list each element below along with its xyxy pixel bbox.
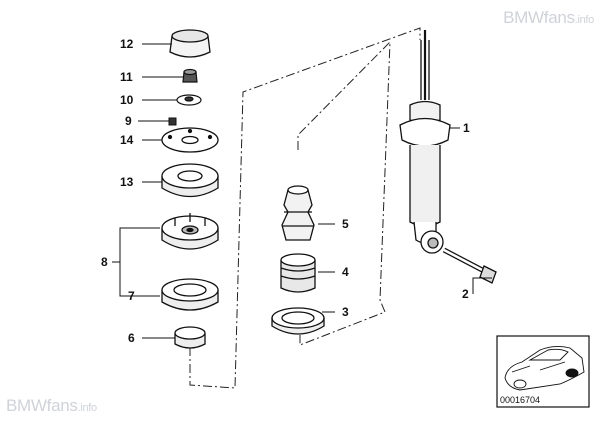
callout-9: 9 <box>125 114 132 128</box>
support-ring-icon <box>161 278 219 311</box>
upper-plate-icon <box>161 127 219 153</box>
dust-cap-icon <box>169 29 211 58</box>
lower-bushing-icon <box>174 326 206 349</box>
callout-13: 13 <box>120 175 134 189</box>
collar-nut-icon <box>182 68 198 83</box>
callout-5: 5 <box>342 217 349 231</box>
callout-11: 11 <box>120 70 133 84</box>
protective-sleeve-icon <box>280 253 316 293</box>
callout-1: 1 <box>463 121 470 135</box>
callout-2: 2 <box>462 287 469 301</box>
callout-10: 10 <box>120 93 134 107</box>
small-nut-icon <box>168 117 177 126</box>
watermark-bottom: BMWfans.info <box>6 396 97 416</box>
watermark-brand: BMWfans <box>503 8 575 27</box>
callout-8: 8 <box>101 255 108 269</box>
bump-stop-icon <box>281 185 315 241</box>
callout-7: 7 <box>128 289 135 303</box>
assembly-dashed-paths <box>189 27 421 389</box>
spring-seat-ring-icon <box>271 307 325 335</box>
callout-3: 3 <box>342 305 349 319</box>
watermark-suffix: .info <box>574 14 595 26</box>
inset-car-box: 00016704 <box>496 335 590 408</box>
hex-bolt-icon <box>442 247 497 284</box>
leader-lines <box>112 43 492 339</box>
strut-mount-icon <box>161 213 219 250</box>
callout-14: 14 <box>120 133 134 147</box>
rubber-mount-ring-icon <box>161 163 219 198</box>
washer-icon <box>176 94 202 106</box>
car-rear-shock-location-icon <box>504 345 585 391</box>
shock-absorber-icon <box>399 30 451 254</box>
watermark-top: BMWfans.info <box>503 8 594 28</box>
callout-4: 4 <box>342 265 349 279</box>
watermark-suffix: .info <box>77 402 98 414</box>
diagram-id-label: 00016704 <box>500 395 540 405</box>
callout-6: 6 <box>128 331 135 345</box>
watermark-brand: BMWfans <box>6 396 78 415</box>
callout-12: 12 <box>120 37 134 51</box>
